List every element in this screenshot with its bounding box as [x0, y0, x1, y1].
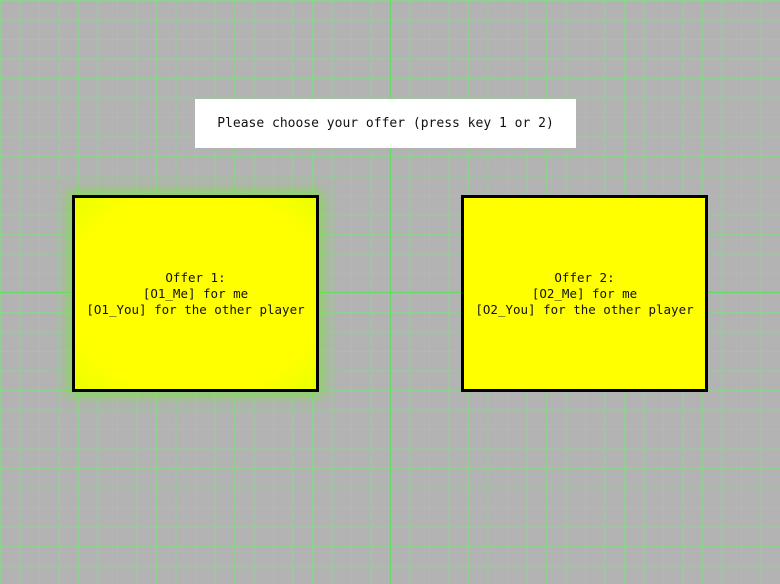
instruction-text: Please choose your offer (press key 1 or… — [217, 116, 554, 131]
offer-2-other-amount: [O2_You] for the other player — [475, 301, 694, 317]
offer-2-title: Offer 2: — [554, 269, 615, 285]
offer-1-other-amount: [O1_You] for the other player — [86, 301, 305, 317]
grid-axis-horizontal — [0, 292, 780, 293]
offer-1-box[interactable]: Offer 1: [O1_Me] for me [O1_You] for the… — [72, 195, 319, 392]
offer-1-title: Offer 1: — [165, 269, 226, 285]
instruction-banner: Please choose your offer (press key 1 or… — [195, 99, 576, 148]
offer-1-me-amount: [O1_Me] for me — [142, 285, 249, 301]
offer-2-me-amount: [O2_Me] for me — [531, 285, 638, 301]
offer-2-box[interactable]: Offer 2: [O2_Me] for me [O2_You] for the… — [461, 195, 708, 392]
